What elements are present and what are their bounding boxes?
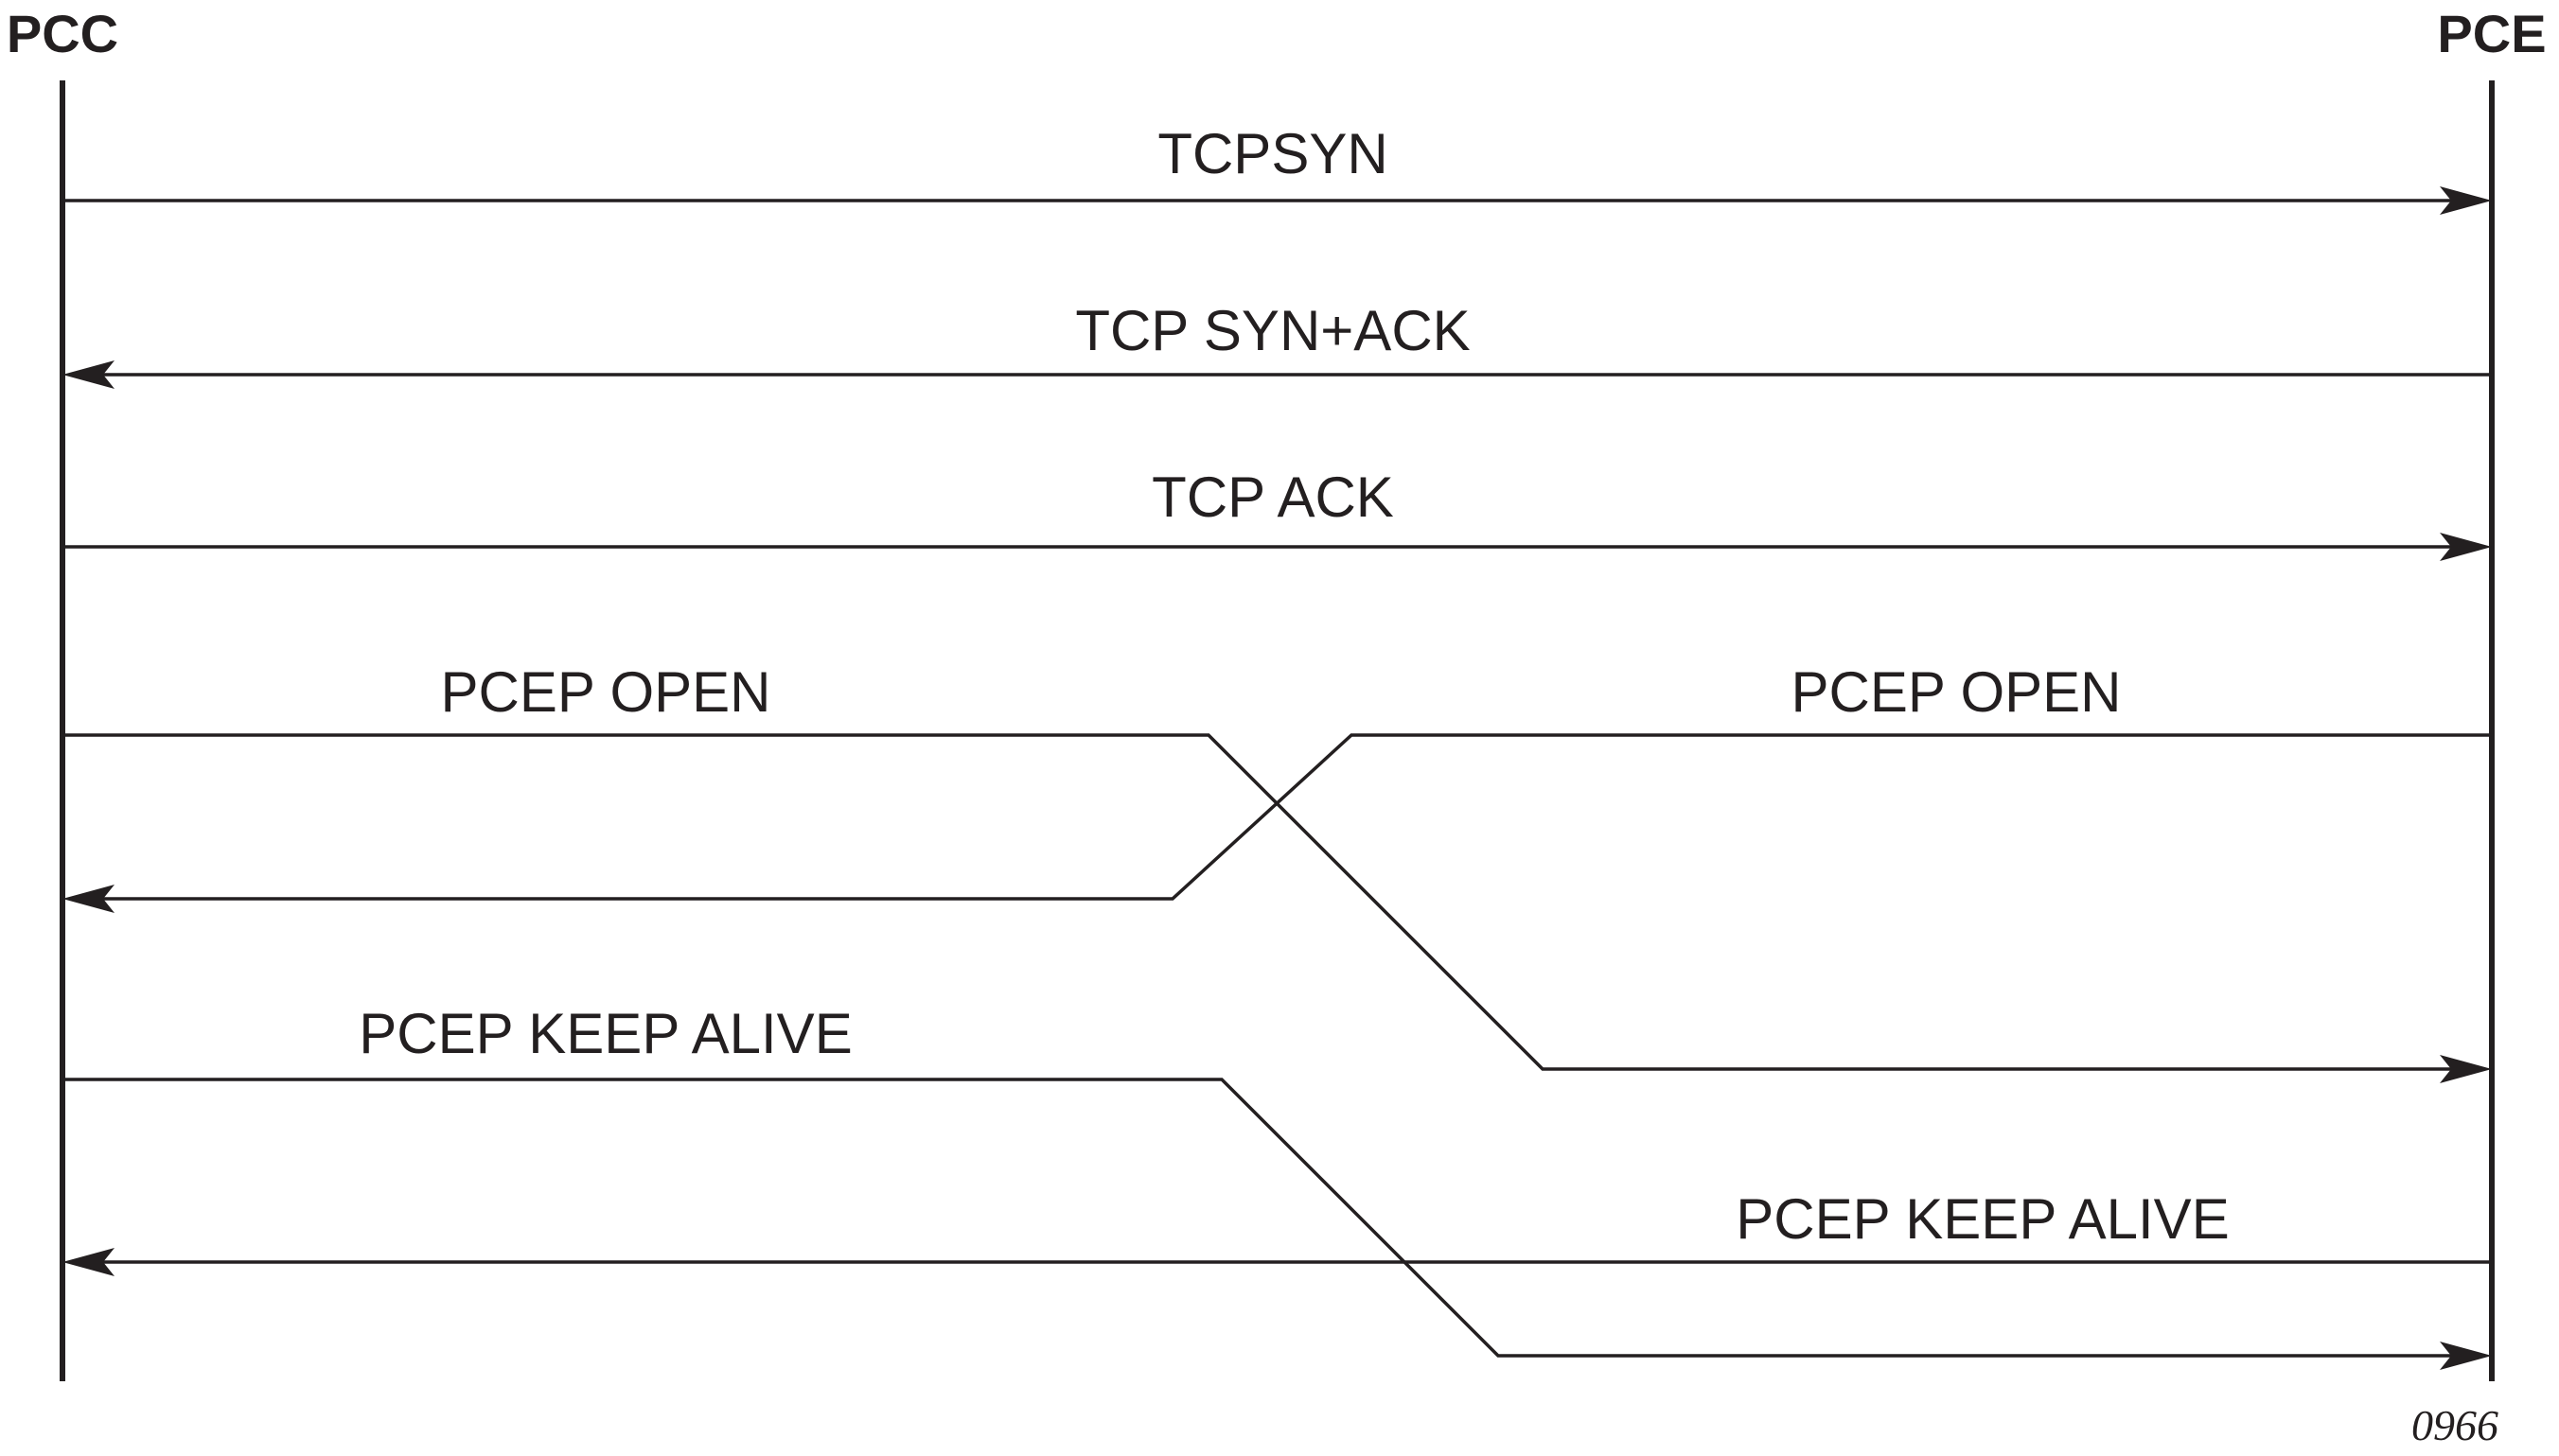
- message-line: [62, 733, 2463, 1071]
- message-pcep-keepalive-pce-to-pcc: PCEP KEEP ALIVE: [62, 1187, 2492, 1276]
- message-label: TCPSYN: [1157, 122, 1387, 185]
- message-label: TCP SYN+ACK: [1075, 299, 1470, 362]
- message-line: [91, 733, 2492, 901]
- message-pcep-keepalive-pcc-to-pce: PCEP KEEP ALIVE: [62, 1002, 2492, 1370]
- message-label: TCP ACK: [1152, 465, 1394, 529]
- message-label: PCEP OPEN: [1791, 660, 2121, 724]
- arrowhead-left: [62, 885, 115, 913]
- entity-label-pcc: PCC: [7, 4, 118, 63]
- message-pcep-open-pce-to-pcc: PCEP OPEN: [62, 660, 2492, 913]
- message-tcp-syn-ack: TCP SYN+ACK: [62, 299, 2492, 389]
- message-line: [62, 1078, 2463, 1358]
- message-tcp-syn: TCPSYN: [62, 122, 2492, 215]
- message-label: PCEP KEEP ALIVE: [1736, 1187, 2229, 1251]
- arrowhead-left: [62, 1248, 115, 1276]
- message-label: PCEP KEEP ALIVE: [359, 1002, 852, 1065]
- arrowhead-right: [2440, 533, 2492, 561]
- message-tcp-ack: TCP ACK: [62, 465, 2492, 561]
- arrowhead-right: [2440, 186, 2492, 215]
- message-pcep-open-pcc-to-pce: PCEP OPEN: [62, 660, 2492, 1083]
- arrowhead-right: [2440, 1055, 2492, 1083]
- arrowhead-right: [2440, 1342, 2492, 1370]
- message-label: PCEP OPEN: [440, 660, 770, 724]
- arrowhead-left: [62, 360, 115, 389]
- figure-id: 0966: [2411, 1401, 2498, 1449]
- entity-label-pce: PCE: [2437, 4, 2546, 63]
